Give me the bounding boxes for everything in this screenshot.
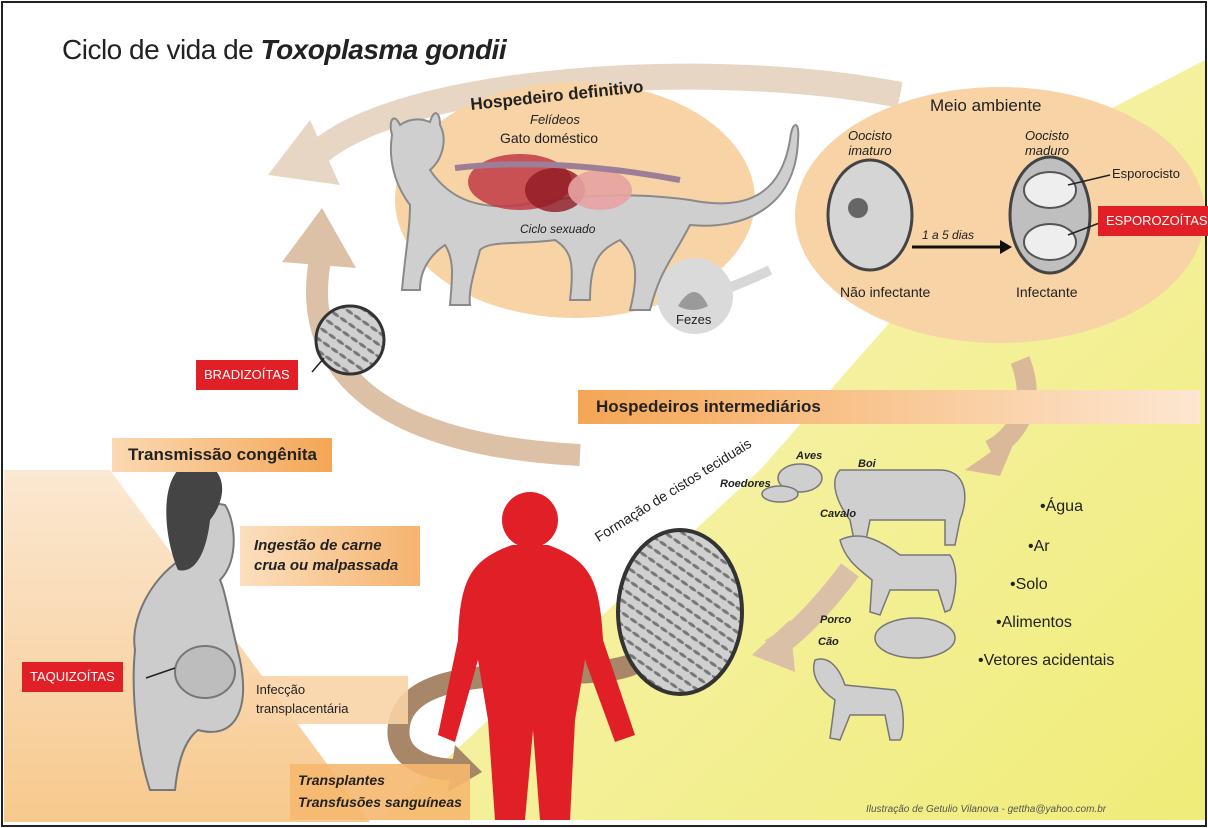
transplacental-text: Infecção transplacentária — [256, 680, 396, 718]
tissue-cyst — [618, 530, 742, 694]
definitive-host-subtitle2: Gato doméstico — [500, 130, 598, 146]
bradyzoite-pointer — [312, 358, 324, 372]
immature-oocyst — [828, 160, 912, 270]
title-species: Toxoplasma gondii — [261, 34, 507, 65]
source-soil: •Solo — [1010, 576, 1048, 594]
animal-label-horse: Cavalo — [820, 508, 856, 520]
intermediate-hosts-heading: Hospedeiros intermediários — [582, 390, 821, 424]
days-label: 1 a 5 dias — [922, 228, 974, 242]
source-water: •Água — [1040, 498, 1083, 516]
bradyzoite-cyst — [316, 306, 384, 374]
cycle-label: Ciclo sexuado — [520, 222, 595, 236]
transfusions-text: Transfusões sanguíneas — [298, 794, 462, 810]
ingestion-text: Ingestão de carne crua ou malpassada — [244, 530, 424, 582]
sporocyst-label: Esporocisto — [1112, 166, 1180, 181]
sporocyst-top — [1024, 172, 1076, 208]
infective-label: Infectante — [1016, 284, 1078, 300]
sporozoites-label: ESPOROZOÍTAS — [1098, 206, 1208, 236]
credit-text: Ilustração de Getulio Vilanova - gettha@… — [866, 804, 1106, 815]
transplants-text: Transplantes — [298, 772, 385, 788]
page-title: Ciclo de vida de Toxoplasma gondii — [62, 34, 506, 66]
animal-label-dog: Cão — [818, 636, 839, 648]
animal-label-ox: Boi — [858, 458, 876, 470]
title-prefix: Ciclo de vida de — [62, 34, 261, 65]
immature-oocyst-label: Oocisto imaturo — [835, 128, 905, 158]
immature-oocyst-nucleus — [848, 198, 868, 218]
tachyzoites-label: TAQUIZOÍTAS — [22, 662, 123, 692]
animal-label-rodents: Roedores — [720, 478, 771, 490]
feces-label: Fezes — [676, 312, 711, 327]
environment-title: Meio ambiente — [930, 96, 1042, 116]
animal-label-birds: Aves — [796, 450, 822, 462]
source-food: •Alimentos — [996, 614, 1072, 632]
arrow-bradyzoite-head — [282, 208, 356, 268]
not-infective-label: Não infectante — [840, 284, 930, 300]
definitive-host-subtitle1: Felídeos — [530, 112, 580, 127]
bradyzoites-label: BRADIZOÍTAS — [196, 360, 298, 390]
animal-label-pig: Porco — [820, 614, 851, 626]
mature-oocyst-label: Oocisto maduro — [1012, 128, 1082, 158]
source-vectors: •Vetores acidentais — [978, 652, 1114, 670]
source-air: •Ar — [1028, 538, 1050, 556]
congenital-heading: Transmissão congênita — [114, 438, 317, 472]
sporocyst-bottom — [1024, 224, 1076, 260]
